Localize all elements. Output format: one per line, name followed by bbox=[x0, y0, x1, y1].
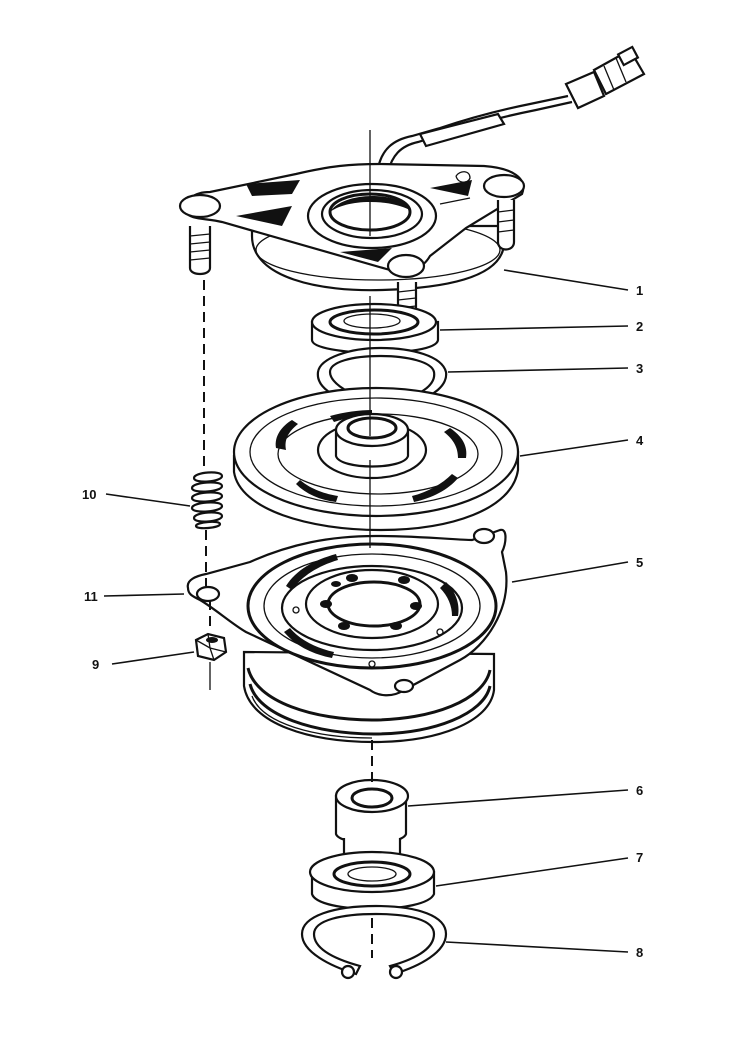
leader-3 bbox=[447, 367, 629, 373]
leader-5 bbox=[511, 561, 629, 583]
leader-10 bbox=[105, 493, 191, 507]
assembly-axis-lines bbox=[203, 130, 373, 958]
callout-1: 1 bbox=[636, 283, 643, 298]
callout-3: 3 bbox=[636, 361, 643, 376]
leader-9 bbox=[111, 651, 195, 665]
callout-labels: 1 2 3 4 5 6 7 8 9 10 11 bbox=[82, 283, 644, 960]
callout-2: 2 bbox=[636, 319, 643, 334]
callout-11: 11 bbox=[84, 589, 98, 604]
wire-harness-connector bbox=[376, 45, 646, 173]
part-10-spring bbox=[190, 471, 224, 530]
leader-lines bbox=[103, 269, 629, 953]
leader-6 bbox=[407, 789, 629, 807]
callout-5: 5 bbox=[636, 555, 643, 570]
leader-1 bbox=[503, 269, 629, 291]
leader-7 bbox=[435, 857, 629, 887]
leader-2 bbox=[439, 325, 629, 331]
callout-6: 6 bbox=[636, 783, 643, 798]
part-8-snap-ring bbox=[300, 904, 448, 980]
callout-9: 9 bbox=[92, 657, 99, 672]
callout-10: 10 bbox=[82, 487, 96, 502]
callout-4: 4 bbox=[636, 433, 644, 448]
part-7-bearing bbox=[308, 850, 436, 911]
part-2-bearing bbox=[310, 302, 440, 354]
leader-4 bbox=[519, 439, 629, 457]
part-9-nut bbox=[194, 632, 228, 662]
leader-11 bbox=[103, 593, 185, 597]
callout-7: 7 bbox=[636, 850, 643, 865]
part-4-rotor bbox=[232, 386, 520, 532]
callout-8: 8 bbox=[636, 945, 643, 960]
leader-8 bbox=[445, 941, 629, 953]
part-5-armature-plate bbox=[186, 527, 508, 744]
